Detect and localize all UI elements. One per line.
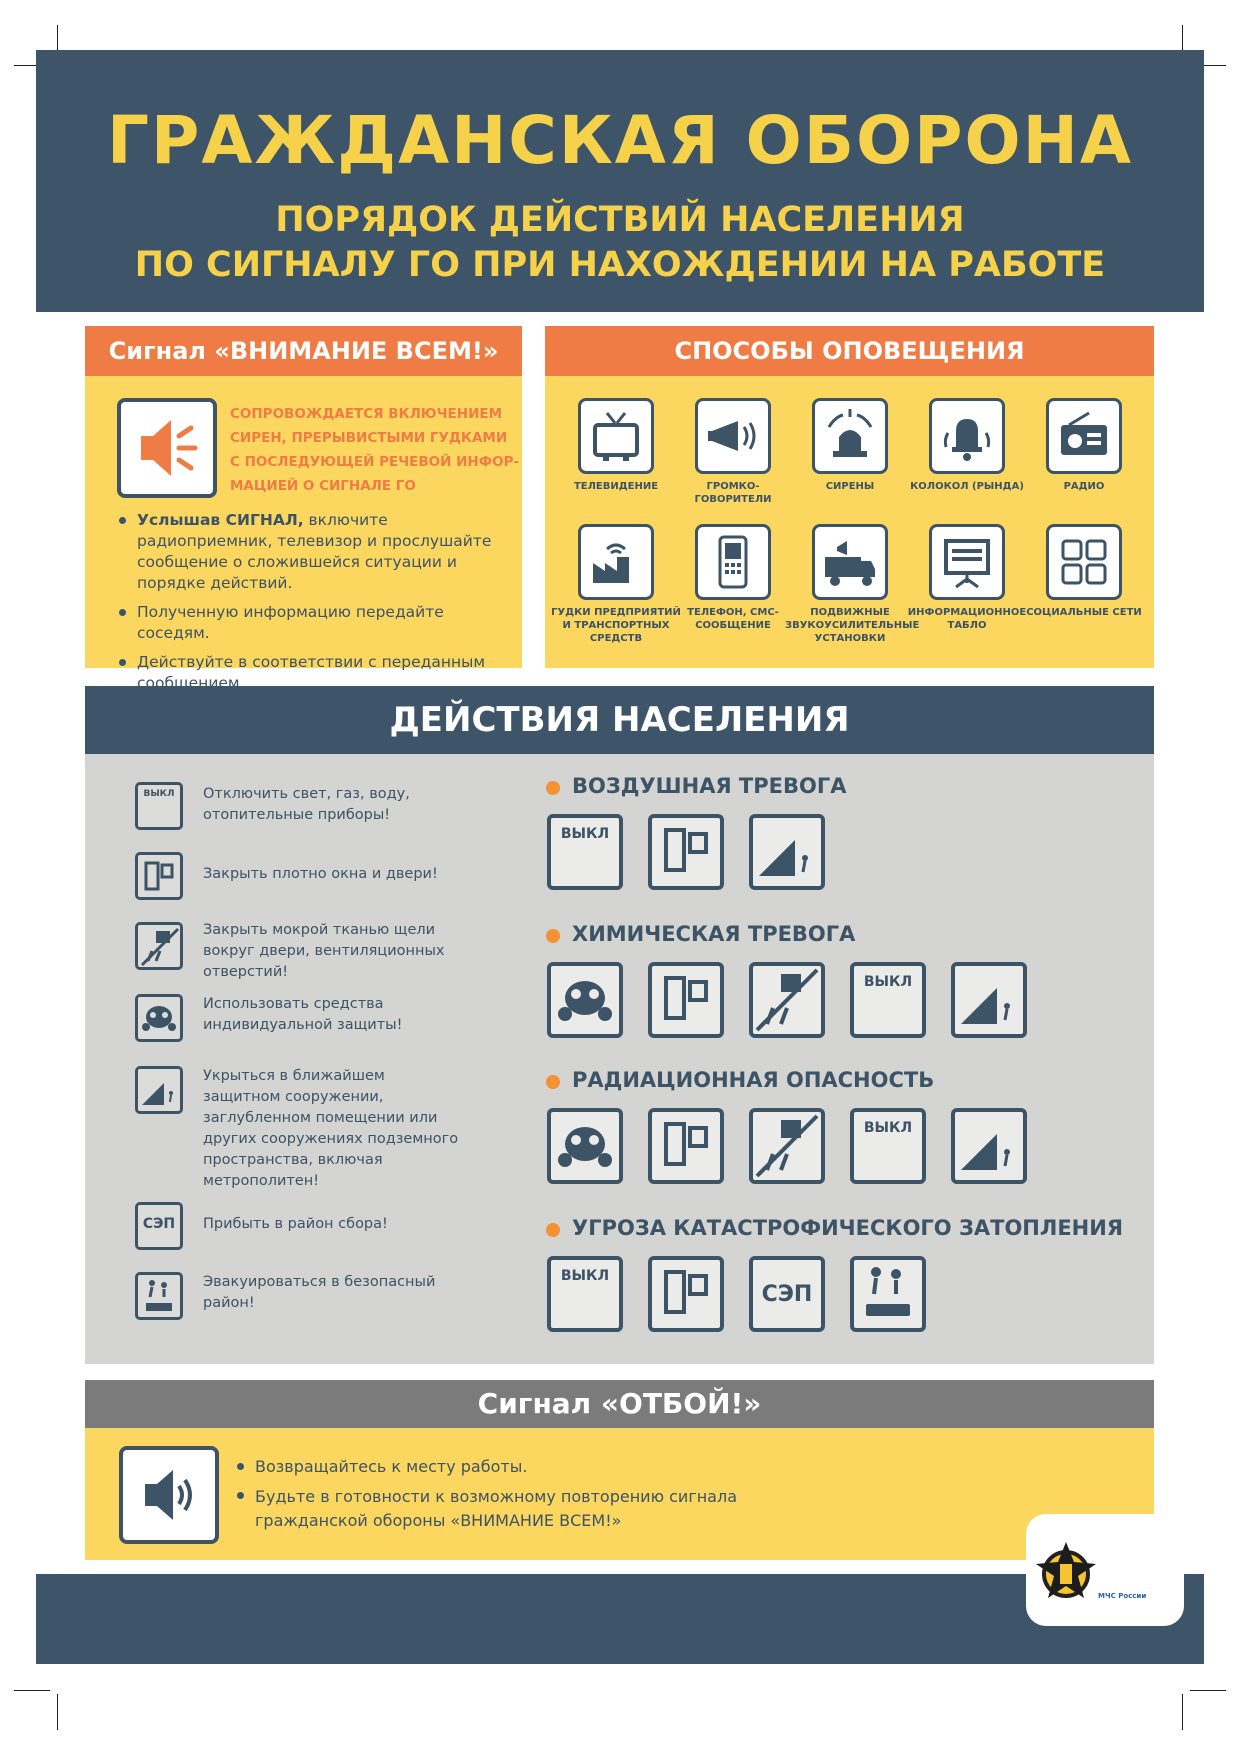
attention-title: Сигнал «ВНИМАНИЕ ВСЕМ!» — [108, 337, 499, 365]
mobile-unit-icon — [812, 524, 888, 600]
method-label: ИНФОРМАЦИОННОЕ ТАБЛО — [907, 607, 1027, 631]
attention-desc-line: С ПОСЛЕДУЮЩЕЙ РЕЧЕВОЙ ИНФОР- — [230, 454, 520, 470]
close-doors-icon — [648, 814, 724, 890]
sep-icon: СЭП — [749, 1256, 825, 1332]
method-label: ГУДКИ ПРЕДПРИЯТИЙ И ТРАНСПОРТНЫХ СРЕДСТВ — [551, 607, 681, 644]
switch-off-icon: ВЫКЛ — [547, 814, 623, 890]
method-label: СОЦИАЛЬНЫЕ СЕТИ — [1026, 607, 1142, 618]
footer-logo-card: МЧС России — [1026, 1514, 1184, 1626]
shelter-icon — [951, 1108, 1027, 1184]
close-doors-icon — [648, 962, 724, 1038]
gas-mask-icon — [135, 994, 183, 1042]
category-air-raid: ВОЗДУШНАЯ ТРЕВОГА — [545, 774, 847, 798]
attention-desc-line: СИРЕН, ПРЕРЫВИСТЫМИ ГУДКАМИ — [230, 430, 508, 446]
close-doors-icon — [135, 852, 183, 900]
switch-off-icon: ВЫКЛ — [135, 782, 183, 830]
social-icon — [1046, 524, 1122, 600]
factory-horn-icon — [578, 524, 654, 600]
emercom-logo-icon — [1036, 1542, 1096, 1598]
seal-gaps-icon — [749, 962, 825, 1038]
method-label: РАДИО — [1063, 481, 1105, 492]
bell-icon — [929, 398, 1005, 474]
evacuate-icon — [850, 1256, 926, 1332]
attention-desc-line: МАЦИЕЙ О СИГНАЛЕ ГО — [230, 478, 416, 494]
legend-text: Отключить свет, газ, воду, отопительные … — [203, 786, 410, 823]
crop-mark — [14, 1690, 50, 1691]
crop-mark — [1190, 1690, 1226, 1691]
sep-icon: СЭП — [135, 1202, 183, 1250]
page-subtitle-line-2: ПО СИГНАЛУ ГО ПРИ НАХОЖДЕНИИ НА РАБОТЕ — [134, 245, 1106, 285]
otboi-header: Сигнал «ОТБОЙ!» — [85, 1380, 1154, 1428]
notification-title: СПОСОБЫ ОПОВЕЩЕНИЯ — [674, 337, 1025, 365]
speaker-icon — [119, 1446, 219, 1544]
crop-mark — [1190, 65, 1226, 66]
phone-icon — [695, 524, 771, 600]
shelter-icon — [135, 1066, 183, 1114]
radio-icon — [1046, 398, 1122, 474]
legend-text: Укрыться в ближайшем защитном сооружении… — [203, 1068, 459, 1189]
attention-panel: СОПРОВОЖДАЕТСЯ ВКЛЮЧЕНИЕМ СИРЕН, ПРЕРЫВИ… — [85, 376, 522, 692]
otboi-bullet: Возвращайтесь к месту работы. — [233, 1456, 833, 1477]
actions-panel: ВЫКЛ Отключить свет, газ, воду, отопител… — [85, 754, 1154, 1364]
crop-mark — [14, 65, 50, 66]
footer-logo-text: МЧС России — [1098, 1592, 1147, 1600]
method-label: ТЕЛЕВИДЕНИЕ — [573, 481, 659, 492]
method-label: КОЛОКОЛ (РЫНДА) — [910, 481, 1024, 492]
footer-bar — [36, 1574, 1204, 1664]
legend-text: Использовать средства индивидуальной защ… — [203, 996, 403, 1033]
notification-panel: ТЕЛЕВИДЕНИЕ ГРОМКО-ГОВОРИТЕЛИ СИРЕНЫ КОЛ… — [545, 376, 1154, 668]
attention-bullet: Услышав СИГНАЛ, включите радиоприемник, … — [115, 510, 510, 594]
page-title: ГРАЖДАНСКАЯ ОБОРОНА — [107, 102, 1133, 179]
crop-mark — [1182, 25, 1183, 61]
seal-gaps-icon — [135, 922, 183, 970]
loudspeaker-icon — [695, 398, 771, 474]
close-doors-icon — [648, 1256, 724, 1332]
gas-mask-icon — [547, 962, 623, 1038]
siren-icon — [812, 398, 888, 474]
attention-bullets: Услышав СИГНАЛ, включите радиоприемник, … — [115, 510, 510, 702]
tv-icon — [578, 398, 654, 474]
otboi-bullet: Будьте в готовности к возможному повторе… — [233, 1485, 833, 1533]
switch-off-icon: ВЫКЛ — [850, 1108, 926, 1184]
attention-description: СОПРОВОЖДАЕТСЯ ВКЛЮЧЕНИЕМ СИРЕН, ПРЕРЫВИ… — [230, 402, 520, 498]
attention-desc-line: СОПРОВОЖДАЕТСЯ ВКЛЮЧЕНИЕМ — [230, 406, 503, 422]
category-flood: УГРОЗА КАТАСТРОФИЧЕСКОГО ЗАТОПЛЕНИЯ — [546, 1216, 1123, 1240]
switch-off-icon: ВЫКЛ — [850, 962, 926, 1038]
gas-mask-icon — [547, 1108, 623, 1184]
header-banner: ГРАЖДАНСКАЯ ОБОРОНА ПОРЯДОК ДЕЙСТВИЙ НАС… — [36, 50, 1204, 312]
category-chemical: ХИМИЧЕСКАЯ ТРЕВОГА — [545, 922, 856, 946]
legend-text: Эвакуироваться в безопасный район! — [203, 1274, 436, 1311]
crop-mark — [1182, 1694, 1183, 1730]
info-board-icon — [929, 524, 1005, 600]
method-label: СИРЕНЫ — [825, 481, 875, 492]
seal-gaps-icon — [749, 1108, 825, 1184]
shelter-icon — [951, 962, 1027, 1038]
method-label: ПОДВИЖНЫЕ ЗВУКОУСИЛИТЕЛЬНЫЕ УСТАНОВКИ — [785, 607, 920, 644]
shelter-icon — [749, 814, 825, 890]
actions-header: ДЕЙСТВИЯ НАСЕЛЕНИЯ — [85, 686, 1154, 754]
otboi-panel: Возвращайтесь к месту работы. Будьте в г… — [85, 1428, 1154, 1560]
actions-title: ДЕЙСТВИЯ НАСЕЛЕНИЯ — [389, 700, 850, 740]
legend-text: Закрыть плотно окна и двери! — [203, 866, 438, 882]
legend-text: Прибыть в район сбора! — [203, 1216, 388, 1232]
method-label: ГРОМКО-ГОВОРИТЕЛИ — [694, 481, 772, 505]
notification-header: СПОСОБЫ ОПОВЕЩЕНИЯ — [545, 326, 1154, 376]
crop-mark — [57, 1694, 58, 1730]
category-radiation: РАДИАЦИОННАЯ ОПАСНОСТЬ — [545, 1068, 935, 1092]
crop-mark — [57, 25, 58, 61]
evacuate-icon — [135, 1272, 183, 1320]
otboi-title: Сигнал «ОТБОЙ!» — [477, 1387, 762, 1420]
switch-off-icon: ВЫКЛ — [547, 1256, 623, 1332]
otboi-bullets: Возвращайтесь к месту работы. Будьте в г… — [233, 1456, 833, 1541]
close-doors-icon — [648, 1108, 724, 1184]
method-label: ТЕЛЕФОН, СМС-СООБЩЕНИЕ — [687, 607, 779, 631]
legend-text: Закрыть мокрой тканью щели вокруг двери,… — [203, 922, 445, 980]
speaker-alert-icon — [117, 398, 217, 498]
attention-bullet: Полученную информацию передайте соседям. — [115, 602, 510, 644]
page-subtitle-line-1: ПОРЯДОК ДЕЙСТВИЙ НАСЕЛЕНИЯ — [275, 200, 965, 240]
attention-header: Сигнал «ВНИМАНИЕ ВСЕМ!» — [85, 326, 522, 376]
